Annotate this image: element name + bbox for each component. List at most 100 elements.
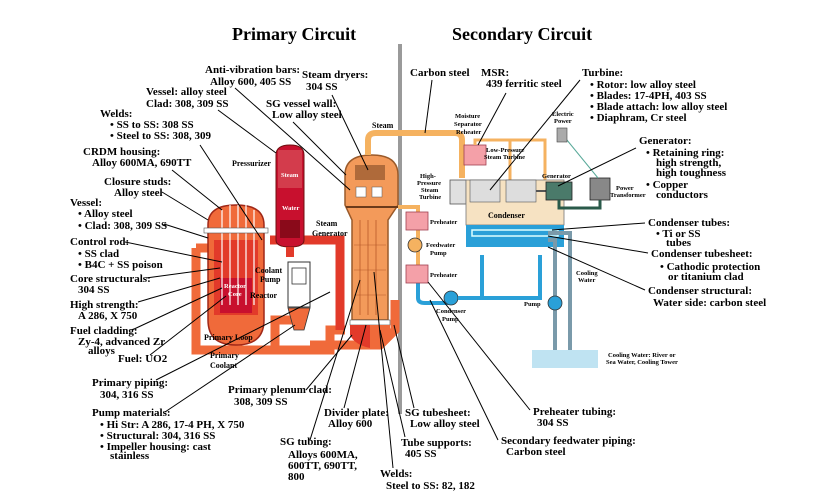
- coolant-pump: [287, 261, 311, 331]
- annotation-sg-vessel-wall: SG vessel wall: Low alloy steel: [266, 98, 342, 121]
- electric-power-label-2: Power: [554, 118, 572, 125]
- annotation-vessel: Vessel: • Alloy steel • Clad: 308, 309 S…: [70, 197, 167, 232]
- cooling-pump: [547, 295, 563, 311]
- annotation-preheater-tubing: Preheater tubing: 304 SS: [533, 406, 616, 429]
- svg-text:439 ferritic steel: 439 ferritic steel: [486, 78, 562, 90]
- svg-text:Fuel cladding:: Fuel cladding:: [70, 325, 138, 337]
- moisture-separator-reheater: [463, 144, 487, 166]
- power-transformer: [589, 177, 611, 201]
- svg-text:alloys: alloys: [88, 345, 116, 357]
- annotation-sg-tubing: SG tubing: Alloys 600MA, 600TT, 690TT, 8…: [280, 436, 358, 483]
- svg-text:Low alloy steel: Low alloy steel: [272, 109, 342, 121]
- svg-text:• Ti or SS: • Ti or SS: [656, 228, 701, 240]
- reactor-core-label-1: Reactor: [224, 283, 246, 290]
- svg-text:SG vessel wall:: SG vessel wall:: [266, 98, 336, 110]
- primary-coolant-label-2: Coolant: [210, 361, 237, 370]
- svg-text:Anti-vibration bars:: Anti-vibration bars:: [205, 64, 300, 76]
- pressurizer: Steam Water: [275, 144, 305, 257]
- annotation-closure-studs: Closure studs: Alloy steel: [104, 176, 171, 199]
- cooling-water-basin: [532, 350, 598, 368]
- svg-text:• Retaining ring:: • Retaining ring:: [646, 147, 724, 159]
- svg-text:405 SS: 405 SS: [405, 448, 437, 460]
- svg-text:stainless: stainless: [110, 450, 150, 462]
- annotation-tube-supports: Tube supports: 405 SS: [401, 437, 472, 460]
- cooling-water-label-2: Water: [578, 277, 595, 284]
- svg-text:• Impeller housing: cast: • Impeller housing: cast: [100, 441, 211, 453]
- annotation-divider-plate: Divider plate: Alloy 600: [324, 407, 389, 430]
- svg-text:Primary piping:: Primary piping:: [92, 377, 168, 389]
- cooling-water-label-1: Cooling: [576, 270, 598, 277]
- reactor-label: Reactor: [250, 291, 278, 300]
- svg-text:A 286, X 750: A 286, X 750: [78, 310, 138, 322]
- svg-text:Alloy 600: Alloy 600: [328, 418, 373, 430]
- svg-text:Condenser structural:: Condenser structural:: [648, 285, 752, 297]
- annotation-crdm-housing: CRDM housing: Alloy 600MA, 690TT: [83, 146, 192, 169]
- svg-text:Alloy 600, 405 SS: Alloy 600, 405 SS: [210, 76, 291, 88]
- preheater-2-label: Preheater: [430, 272, 457, 279]
- annotation-fuel: Fuel: UO2: [118, 353, 168, 365]
- transformer-label-2: Transformer: [610, 192, 646, 199]
- svg-text:high toughness: high toughness: [656, 167, 727, 179]
- svg-text:or titanium clad: or titanium clad: [668, 271, 744, 283]
- svg-text:SG tubesheet:: SG tubesheet:: [405, 407, 471, 419]
- power-tower-icon: [556, 127, 568, 143]
- annotation-vessel-alloy: Vessel: alloy steel Clad: 308, 309 SS: [146, 86, 229, 110]
- svg-text:Welds:: Welds:: [100, 108, 132, 120]
- svg-text:Vessel:: Vessel:: [70, 197, 102, 209]
- svg-text:304, 316 SS: 304, 316 SS: [100, 389, 154, 401]
- svg-text:• Copper: • Copper: [646, 179, 688, 191]
- lp-turbine-label-2: Steam Turbine: [484, 154, 525, 161]
- svg-text:• Steel to SS: 308, 309: • Steel to SS: 308, 309: [110, 130, 212, 142]
- cooling-water-in: [548, 238, 557, 360]
- svg-text:• Hi Str: A 286, 17-4 PH, X 75: • Hi Str: A 286, 17-4 PH, X 750: [100, 419, 245, 431]
- annotation-anti-vibration-bars: Anti-vibration bars: Alloy 600, 405 SS: [205, 64, 300, 88]
- msr-label-3: Reheater: [456, 129, 481, 136]
- hp-turbine-label-3: Steam: [421, 187, 439, 194]
- svg-text:Control rod:: Control rod:: [70, 236, 129, 248]
- primary-coolant-label-1: Primary: [210, 351, 239, 360]
- svg-text:tubes: tubes: [666, 237, 692, 249]
- steam-line-label: Steam: [372, 121, 394, 130]
- svg-text:• Clad: 308, 309 SS: • Clad: 308, 309 SS: [78, 220, 167, 232]
- annotation-pump-materials: Pump materials: • Hi Str: A 286, 17-4 PH…: [92, 407, 245, 462]
- svg-text:• Rotor: low alloy steel: • Rotor: low alloy steel: [590, 79, 696, 91]
- pump-label: Pump: [524, 301, 541, 308]
- svg-text:High strength:: High strength:: [70, 299, 139, 311]
- svg-text:high strength,: high strength,: [656, 157, 721, 169]
- electric-power-label-1: Electric: [552, 111, 574, 118]
- reactor-vessel: Reactor Core: [203, 204, 269, 346]
- cooling-water-out: [548, 231, 572, 360]
- lp-turbine-a: [469, 179, 501, 203]
- svg-text:Generator:: Generator:: [639, 135, 692, 147]
- secondary-circuit-title: Secondary Circuit: [452, 24, 592, 44]
- svg-text:Carbon steel: Carbon steel: [506, 446, 566, 458]
- annotation-welds-top: Welds: • SS to SS: 308 SS • Steel to SS:…: [100, 108, 212, 142]
- hp-turbine: [449, 179, 467, 205]
- svg-text:Secondary feedwater piping:: Secondary feedwater piping:: [501, 435, 636, 447]
- svg-text:• Structural: 304, 316 SS: • Structural: 304, 316 SS: [100, 430, 215, 442]
- generator: [545, 181, 573, 201]
- svg-text:308, 309 SS: 308, 309 SS: [234, 396, 288, 408]
- svg-text:Vessel: alloy steel: Vessel: alloy steel: [146, 86, 227, 98]
- cooling-source-label-2: Sea Water, Cooling Tower: [606, 359, 678, 366]
- svg-text:Zy-4, advanced Zr: Zy-4, advanced Zr: [78, 336, 165, 348]
- annotation-secondary-feedwater-piping: Secondary feedwater piping: Carbon steel: [501, 435, 636, 458]
- svg-text:Welds:: Welds:: [380, 468, 412, 480]
- annotation-control-rod: Control rod: • SS clad • B4C + SS poison: [70, 236, 163, 271]
- svg-text:Steel to SS: 82, 182: Steel to SS: 82, 182: [386, 480, 475, 492]
- svg-text:Preheater tubing:: Preheater tubing:: [533, 406, 616, 418]
- svg-text:Divider plate:: Divider plate:: [324, 407, 389, 419]
- pressurizer-steam-label: Steam: [281, 172, 299, 179]
- annotation-primary-plenum-clad: Primary plenum clad: 308, 309 SS: [228, 384, 332, 408]
- msr-label-1: Moisture: [455, 113, 480, 120]
- svg-text:Alloys 600MA,: Alloys 600MA,: [288, 449, 358, 461]
- primary-circuit-title: Primary Circuit: [232, 24, 356, 44]
- hp-turbine-label-1: High-: [420, 173, 436, 180]
- annotation-turbine: Turbine: • Rotor: low alloy steel • Blad…: [582, 67, 727, 124]
- pressurizer-water-label: Water: [282, 205, 299, 212]
- svg-text:MSR:: MSR:: [481, 67, 509, 79]
- annotation-carbon-steel: Carbon steel: [410, 67, 470, 79]
- svg-text:Core structurals:: Core structurals:: [70, 273, 151, 285]
- annotation-primary-piping: Primary piping: 304, 316 SS: [92, 377, 168, 401]
